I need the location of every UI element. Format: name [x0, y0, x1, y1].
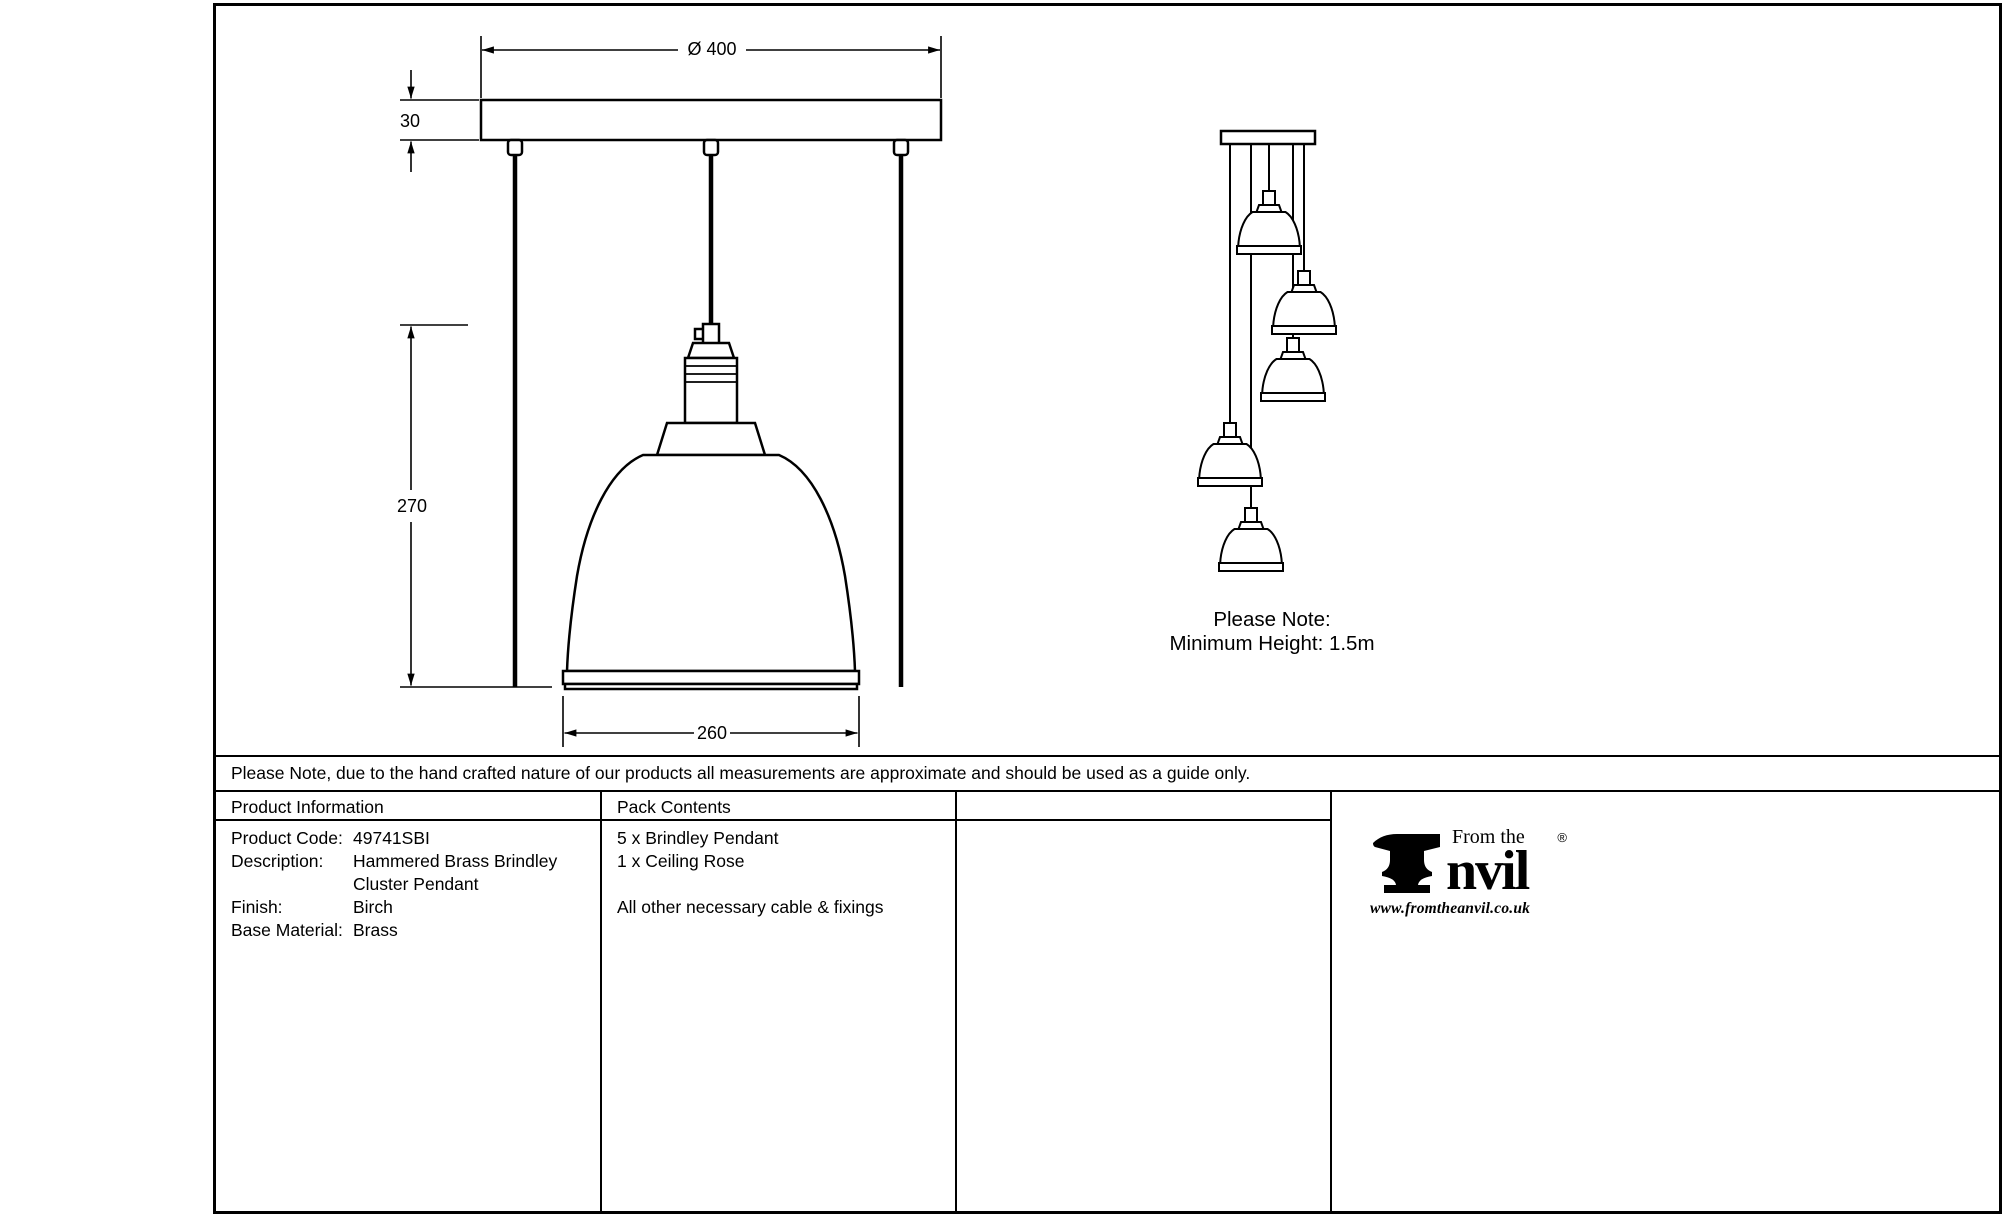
brindley-pendant [561, 322, 861, 691]
product-information-header: Product Information [231, 797, 384, 817]
pack-contents-body: 5 x Brindley Pendant 1 x Ceiling Rose Al… [617, 828, 884, 920]
ceiling-plate [479, 98, 943, 157]
logo-tagline: From the [1452, 826, 1525, 849]
description-value: Hammered Brass Brindley [353, 851, 558, 871]
dim-shade-diameter [562, 696, 860, 747]
min-height-note-line1: Please Note: [1213, 608, 1330, 631]
spec-table: Product Information Pack Contents Produc… [216, 790, 1999, 1211]
logo-website: www.fromtheanvil.co.uk [1370, 900, 1531, 917]
dim-plate-diameter [480, 36, 942, 98]
from-the-anvil-logo: ® From the nvil www.fromtheanvil.co.uk [1370, 826, 1567, 918]
cluster-pendants [1197, 190, 1337, 572]
description-row-2: Cluster Pendant [231, 874, 557, 897]
product-code-row: Product Code: 49741SBI [231, 828, 557, 851]
header-underline [216, 819, 1332, 821]
column-divider [955, 792, 957, 1211]
finish-row: Finish: Birch [231, 897, 557, 920]
anvil-icon [1373, 834, 1440, 893]
pack-item: 5 x Brindley Pendant [617, 828, 779, 848]
dim-plate-thickness-label: 30 [400, 111, 420, 131]
pack-item-spacer [617, 874, 884, 897]
registered-mark: ® [1557, 830, 1567, 845]
finish-value: Birch [353, 897, 393, 917]
column-divider [600, 792, 602, 1211]
logo-text: From the nvil [1446, 826, 1530, 903]
dim-pendant-height [400, 324, 552, 688]
logo-main: From the nvil [1370, 826, 1565, 903]
pack-contents-header: Pack Contents [617, 797, 731, 817]
disclaimer-text: Please Note, due to the hand crafted nat… [231, 763, 1251, 783]
dim-plate-diameter-label: Ø 400 [687, 39, 736, 59]
description-label: Description: [231, 851, 324, 871]
pack-item: 1 x Ceiling Rose [617, 851, 745, 871]
product-code-label: Product Code: [231, 828, 343, 848]
finish-label: Finish: [231, 897, 283, 917]
base-material-label: Base Material: [231, 920, 343, 940]
base-material-value: Brass [353, 920, 398, 940]
min-height-note-line2: Minimum Height: 1.5m [1169, 632, 1374, 655]
description-label-2 [231, 874, 353, 897]
dim-pendant-height-label: 270 [397, 496, 427, 516]
cluster-ceiling-plate [1219, 129, 1317, 146]
description-row: Description: Hammered Brass Brindley [231, 851, 557, 874]
technical-drawing: Ø 400 30 270 [397, 36, 1375, 747]
sheet-frame: Ø 400 30 270 [213, 3, 2002, 1214]
logo-brand-text: nvil [1446, 840, 1530, 903]
column-divider [1330, 792, 1332, 1211]
dim-plate-thickness [400, 70, 479, 172]
product-code-value: 49741SBI [353, 828, 430, 848]
product-information-body: Product Code: 49741SBI Description: Hamm… [231, 828, 557, 943]
pendant-cables [512, 146, 904, 687]
base-material-row: Base Material: Brass [231, 920, 557, 943]
pack-item: All other necessary cable & fixings [617, 897, 884, 917]
disclaimer-row: Please Note, due to the hand crafted nat… [216, 755, 1999, 790]
description-value-2: Cluster Pendant [353, 874, 479, 894]
cluster-illustration [1197, 129, 1337, 572]
dim-shade-diameter-label: 260 [697, 723, 727, 743]
